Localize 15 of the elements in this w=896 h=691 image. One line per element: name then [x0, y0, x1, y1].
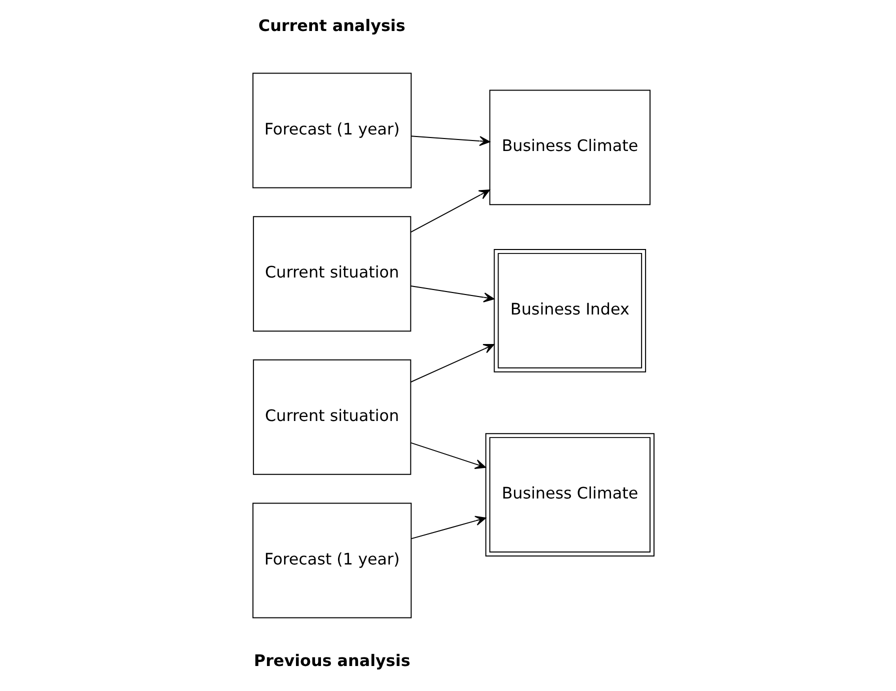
node-box: Forecast (1 year): [252, 72, 412, 188]
node-box: Forecast (1 year): [252, 502, 412, 618]
node-box: Business Climate: [484, 433, 654, 556]
arrow: [410, 136, 490, 146]
arrow: [410, 344, 494, 382]
label: Previous analysis: [253, 650, 410, 670]
node-box: Current situation: [252, 216, 411, 332]
arrow: [410, 516, 486, 540]
arrow: [410, 286, 494, 302]
arrow: [410, 442, 486, 469]
node-box: Business Climate: [488, 90, 650, 206]
label: Current analysis: [258, 16, 405, 35]
arrow: [410, 190, 490, 233]
node-box: Business Index: [493, 248, 646, 372]
node-box: Current situation: [252, 359, 411, 475]
